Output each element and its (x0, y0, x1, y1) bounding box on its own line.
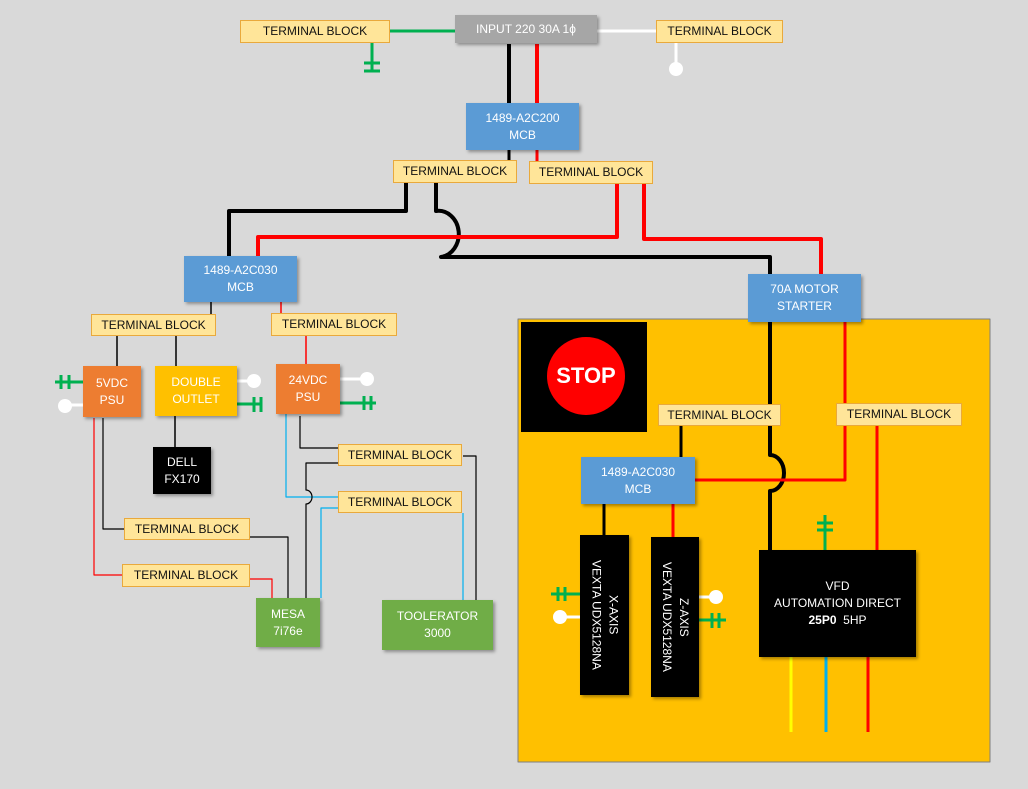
psu24-neutral-terminal (360, 372, 374, 386)
z-axis-ground-symbol (699, 613, 726, 628)
vfd-brand: AUTOMATION DIRECT (774, 596, 901, 610)
terminal-block-enclosure-hot: TERMINAL BLOCK (836, 403, 962, 426)
toolerator-3000: TOOLERATOR 3000 (382, 600, 493, 650)
terminal-block-5v-a: TERMINAL BLOCK (124, 518, 250, 540)
black-trunk-hop (434, 183, 772, 274)
branch-mcb: 1489-A2C030 MCB (184, 256, 297, 302)
tb24b-to-mesa (320, 507, 338, 598)
psu5-neutral-terminal (58, 399, 72, 413)
psu-24vdc: 24VDC PSU (276, 364, 340, 414)
tb24a-to-mesa (305, 462, 338, 598)
psu24-ground-symbol (340, 396, 376, 410)
terminal-block-24v-a: TERMINAL BLOCK (338, 444, 462, 466)
red-trunk-wire (256, 183, 619, 256)
black-trunk-wire (227, 183, 408, 256)
input-ground-symbol (364, 61, 380, 73)
motor-starter: 70A MOTOR STARTER (748, 274, 861, 322)
z-axis-driver: Z-AXIS VEXTA UDX5128NA (651, 537, 699, 697)
terminal-block-main-hot: TERMINAL BLOCK (529, 161, 653, 184)
main-mcb: 1489-A2C200 MCB (466, 103, 579, 150)
outlet-neutral-terminal (247, 374, 261, 388)
psu-5vdc: 5VDC PSU (83, 366, 141, 417)
x-axis-driver: X-AXIS VEXTA UDX5128NA (580, 535, 629, 695)
enclosure-mcb: 1489-A2C030 MCB (581, 457, 695, 504)
terminal-block-main-neutral: TERMINAL BLOCK (393, 160, 517, 183)
vfd-ground-symbol (817, 515, 833, 550)
terminal-block-5v-b: TERMINAL BLOCK (122, 564, 250, 587)
starter-black-out (768, 322, 786, 550)
input-power-box: INPUT 220 30A 1ϕ (455, 15, 597, 43)
mesa-7i76e: MESA 7i76e (256, 598, 320, 647)
input-neutral-terminal (669, 62, 683, 76)
vfd-horsepower: 5HP (843, 613, 867, 627)
stop-sign-icon[interactable] (547, 337, 625, 415)
terminal-block-branch-hot: TERMINAL BLOCK (271, 313, 397, 336)
psu5-black-out (102, 418, 124, 530)
vfd-model: 25P0 (808, 613, 837, 627)
stop-label: STOP (556, 363, 616, 388)
vfd-title: VFD (825, 579, 850, 593)
red-trunk-wire-2 (642, 183, 823, 274)
terminal-block-input-ground: TERMINAL BLOCK (240, 20, 390, 43)
terminal-block-branch-neutral: TERMINAL BLOCK (91, 314, 216, 336)
psu24-black-out (299, 416, 338, 449)
psu5-red-out (93, 418, 122, 576)
terminal-block-input-neutral: TERMINAL BLOCK (656, 20, 783, 43)
vfd-automation-direct: VFD AUTOMATION DIRECT 25P0 5HP (759, 550, 916, 657)
psu24-blue-out (285, 414, 338, 498)
dell-fx170: DELL FX170 (153, 447, 211, 494)
tb5b-to-mesa (250, 578, 273, 598)
outlet-ground-symbol (237, 397, 263, 412)
x-axis-ground-symbol (551, 587, 580, 601)
terminal-block-24v-b: TERMINAL BLOCK (338, 491, 462, 513)
vfd-spec: 25P0 5HP (808, 612, 866, 629)
tb5a-to-mesa (250, 536, 289, 598)
x-axis-neutral-terminal (553, 610, 567, 624)
tb24a-to-toolerator (463, 455, 477, 600)
psu5-ground-symbol (55, 375, 84, 389)
terminal-block-enclosure-neutral: TERMINAL BLOCK (658, 404, 781, 426)
starter-red-out (695, 322, 847, 482)
double-outlet: DOUBLE OUTLET (155, 366, 237, 416)
z-axis-neutral-terminal (709, 590, 723, 604)
